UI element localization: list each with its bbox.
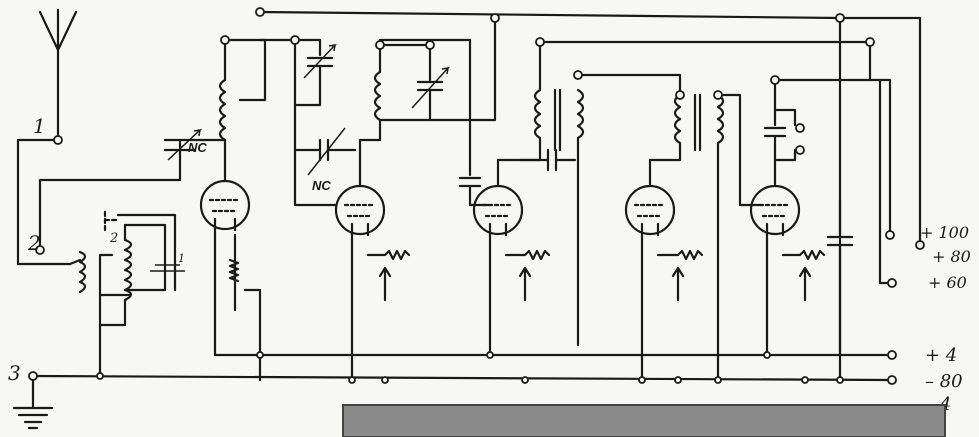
tuning2-bridge bbox=[378, 38, 472, 122]
rail-right bbox=[838, 16, 890, 357]
tuning-capacitor-2 bbox=[378, 43, 450, 122]
rheostat-1 bbox=[228, 233, 240, 312]
antenna-coupler bbox=[38, 148, 185, 378]
supply-label-plus80: + 80 bbox=[932, 247, 971, 266]
rheostat-3 bbox=[504, 249, 551, 261]
audio-stage4-feed bbox=[576, 73, 682, 97]
terminal-label-2: 2 bbox=[27, 231, 41, 255]
coil-label-2: 2 bbox=[109, 231, 118, 246]
grid-capacitor-3 bbox=[518, 148, 577, 172]
antenna-symbol bbox=[38, 8, 78, 142]
photo-strip-border bbox=[342, 404, 946, 437]
audio-transformer-2 bbox=[673, 93, 762, 382]
rail-plus80 bbox=[538, 40, 892, 237]
supply-label-minus80: – 80 bbox=[925, 371, 963, 392]
rail-minus80-minus4 bbox=[31, 374, 890, 382]
tuning-capacitor-1 bbox=[258, 38, 338, 107]
bypass-capacitor-3 bbox=[458, 118, 492, 207]
supply-label-plus100: + 100 bbox=[920, 223, 969, 242]
rheostat3-arrow bbox=[518, 266, 532, 302]
rheostat4-arrow bbox=[671, 266, 685, 302]
plate-coil-2 bbox=[358, 43, 382, 142]
nc-capacitor-1 bbox=[163, 128, 227, 161]
terminal-plus80[interactable] bbox=[915, 240, 925, 250]
rheostat-5 bbox=[781, 249, 826, 261]
tube-1 bbox=[199, 138, 251, 357]
antenna-lead bbox=[16, 138, 72, 266]
rheostat-4 bbox=[656, 249, 704, 261]
junctions bbox=[28, 7, 875, 384]
ground-symbol bbox=[12, 374, 54, 430]
output-jack-terminal-b[interactable] bbox=[795, 145, 805, 155]
terminal-plus60[interactable] bbox=[887, 278, 897, 288]
tube-3 bbox=[472, 158, 542, 357]
audio-transformer-1 bbox=[533, 40, 585, 347]
nc-label-2: NC bbox=[312, 178, 331, 193]
rheostat1-lead bbox=[243, 288, 262, 382]
grid-lead-2 bbox=[293, 103, 337, 207]
filter-capacitor bbox=[826, 198, 854, 382]
detector-plate-feed bbox=[468, 16, 497, 122]
nc-capacitor-2 bbox=[293, 127, 357, 176]
terminal-plus4[interactable] bbox=[887, 350, 897, 360]
rail-top-plus100 bbox=[258, 10, 922, 242]
coil1-lead bbox=[223, 38, 267, 102]
photo-strip bbox=[343, 405, 945, 437]
terminal-plus100[interactable] bbox=[885, 230, 895, 240]
supply-label-plus4: + 4 bbox=[925, 345, 957, 366]
supply-label-plus60: + 60 bbox=[928, 273, 967, 292]
output-jack bbox=[763, 78, 805, 162]
terminal-label-1: 1 bbox=[33, 114, 46, 138]
plate-coil-1 bbox=[218, 38, 227, 142]
terminal-label-3: 3 bbox=[8, 361, 21, 385]
rheostat5-arrow bbox=[798, 266, 812, 302]
tube-5 bbox=[749, 143, 801, 357]
rheostat2-arrow bbox=[378, 266, 392, 302]
terminal-minus80-minus4[interactable] bbox=[887, 375, 897, 385]
coil-label-1: 1 bbox=[178, 252, 185, 265]
output-jack-terminal-a[interactable] bbox=[795, 123, 805, 133]
nc-label-1: NC bbox=[188, 140, 207, 155]
tube-4 bbox=[624, 158, 682, 382]
rheostat-2 bbox=[366, 249, 411, 261]
tube-2 bbox=[334, 138, 386, 382]
